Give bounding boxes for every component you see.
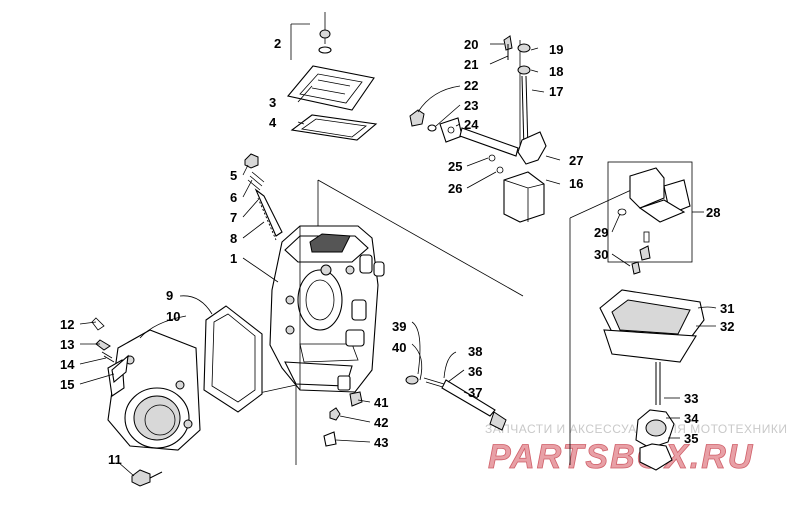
watermark-brand: PARTSBOX.RU [488, 438, 754, 476]
label-20: 20 [464, 37, 478, 52]
label-10: 10 [166, 309, 180, 324]
label-19: 19 [549, 42, 563, 57]
label-5: 5 [230, 168, 237, 183]
label-7: 7 [230, 210, 237, 225]
label-24: 24 [464, 117, 479, 132]
label-38: 38 [468, 344, 482, 359]
label-29: 29 [594, 225, 608, 240]
assembly-lines [249, 12, 641, 465]
label-17: 17 [549, 84, 563, 99]
rear-plate-group [203, 305, 263, 413]
jet-needle [254, 188, 283, 237]
float-group [607, 161, 693, 275]
label-16: 16 [569, 176, 583, 191]
label-41: 41 [374, 395, 388, 410]
label-1: 1 [230, 251, 237, 266]
label-43: 43 [374, 435, 388, 450]
label-8: 8 [230, 231, 237, 246]
cap-nut [244, 153, 259, 169]
label-31: 31 [720, 301, 734, 316]
carburetor-body [269, 225, 385, 393]
label-27: 27 [569, 153, 583, 168]
label-18: 18 [549, 64, 563, 79]
label-30: 30 [594, 247, 608, 262]
label-42: 42 [374, 415, 388, 430]
label-32: 32 [720, 319, 734, 334]
label-28: 28 [706, 205, 720, 220]
label-34: 34 [684, 411, 699, 426]
label-39: 39 [392, 319, 406, 334]
label-26: 26 [448, 181, 462, 196]
watermark: ЗАПЧАСТИ И АКСЕССУАРЫ ДЛЯ МОТОТЕХНИКИ PA… [485, 422, 787, 476]
label-15: 15 [60, 377, 74, 392]
label-25: 25 [448, 159, 462, 174]
small-jet-group [91, 317, 129, 384]
label-33: 33 [684, 391, 698, 406]
idle-screw-group [323, 375, 507, 447]
throttle-valve-group [409, 35, 547, 223]
label-36: 36 [468, 364, 482, 379]
label-40: 40 [392, 340, 406, 355]
cover-screw [319, 29, 331, 39]
leader-lines [79, 43, 717, 477]
spring [247, 171, 265, 191]
label-21: 21 [464, 57, 478, 72]
label-35: 35 [684, 431, 698, 446]
label-13: 13 [60, 337, 74, 352]
top-cover [286, 65, 375, 111]
part-labels: 2 3 4 5 6 7 8 1 9 10 12 13 14 15 11 20 2… [60, 36, 734, 467]
top-cover-group [286, 29, 378, 141]
label-4: 4 [269, 115, 277, 130]
watermark-caption: ЗАПЧАСТИ И АКСЕССУАРЫ ДЛЯ МОТОТЕХНИКИ [485, 422, 787, 436]
label-11: 11 [108, 452, 122, 467]
bell-screw [131, 469, 151, 487]
label-22: 22 [464, 78, 478, 93]
side-gasket [203, 305, 263, 413]
cover-washer [318, 46, 332, 54]
label-23: 23 [464, 98, 478, 113]
label-3: 3 [269, 95, 276, 110]
label-9: 9 [166, 288, 173, 303]
label-6: 6 [230, 190, 237, 205]
label-12: 12 [60, 317, 74, 332]
drain-plug [349, 391, 363, 407]
float-bowl-group [599, 289, 705, 471]
label-14: 14 [60, 357, 75, 372]
air-bell-group [107, 329, 201, 487]
label-37: 37 [468, 385, 482, 400]
pilot-screw-group [244, 153, 283, 241]
label-2: 2 [274, 36, 281, 51]
